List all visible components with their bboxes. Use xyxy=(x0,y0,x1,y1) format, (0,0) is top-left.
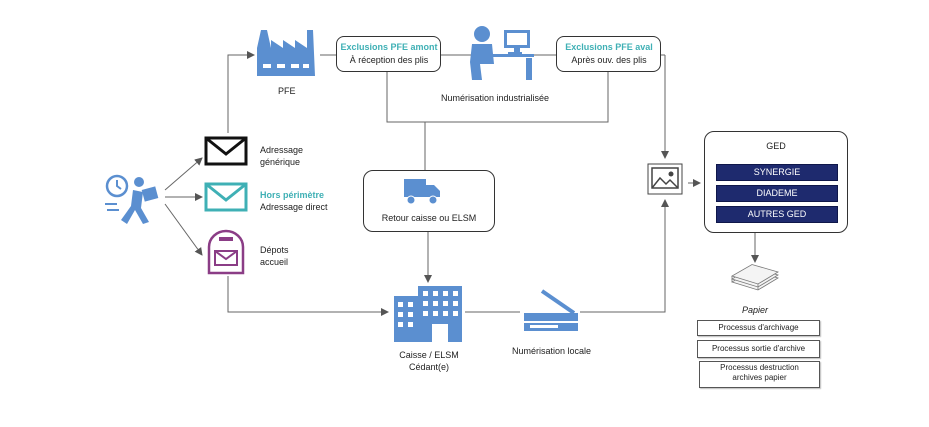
exclusions-aval-sub: Après ouv. des plis xyxy=(571,55,647,65)
retour-caisse-label: Retour caisse ou ELSM xyxy=(381,213,477,223)
exclusions-amont-title: Exclusions PFE amont xyxy=(340,42,438,52)
depots-label-2: accueil xyxy=(260,257,289,267)
worker-computer-icon xyxy=(470,26,534,80)
factory-icon xyxy=(257,30,315,76)
processus-sortie-label: Processus sortie d'archive xyxy=(711,344,806,353)
ged-box: GED SYNERGIE DIADEME AUTRES GED xyxy=(704,131,848,233)
processus-destruction-box: Processus destruction archives papier xyxy=(699,361,820,388)
retour-caisse-box: Retour caisse ou ELSM xyxy=(363,170,495,232)
processus-destruction-label-1: Processus destruction xyxy=(720,363,799,372)
processus-sortie-box: Processus sortie d'archive xyxy=(697,340,820,358)
pfe-label: PFE xyxy=(278,86,296,96)
hors-perimetre-label: Hors périmètre xyxy=(260,190,325,200)
building-icon xyxy=(394,286,462,342)
adressage-generique-label-1: Adressage xyxy=(260,145,304,155)
exclusions-aval-box: Exclusions PFE aval Après ouv. des plis xyxy=(556,36,661,72)
caisse-label-1: Caisse / ELSM xyxy=(399,350,459,360)
courier-person-icon xyxy=(105,174,159,224)
adressage-direct-label: Adressage direct xyxy=(260,202,328,212)
numerisation-industrialisee-label: Numérisation industrialisée xyxy=(441,93,550,103)
numerisation-locale-label: Numérisation locale xyxy=(512,346,592,356)
envelope-teal-icon xyxy=(204,182,248,212)
envelope-icon xyxy=(204,136,248,166)
paper-stack-icon xyxy=(731,264,779,291)
ged-item-diademe: DIADEME xyxy=(716,185,838,202)
depots-label-1: Dépots xyxy=(260,245,289,255)
processus-destruction-label-2: archives papier xyxy=(732,373,787,382)
papier-label: Papier xyxy=(742,305,769,315)
truck-icon xyxy=(404,179,440,205)
ged-title: GED xyxy=(766,141,786,151)
mailbox-icon xyxy=(207,229,245,275)
scanner-icon xyxy=(524,289,578,331)
exclusions-amont-sub: À réception des plis xyxy=(349,55,429,65)
exclusions-aval-title: Exclusions PFE aval xyxy=(565,42,653,52)
image-icon xyxy=(647,163,683,195)
adressage-generique-label-2: générique xyxy=(260,157,301,167)
processus-archivage-box: Processus d'archivage xyxy=(697,320,820,336)
exclusions-amont-box: Exclusions PFE amont À réception des pli… xyxy=(336,36,441,72)
caisse-label-2: Cédant(e) xyxy=(408,362,450,372)
processus-archivage-label: Processus d'archivage xyxy=(718,323,799,332)
ged-item-autres-ged: AUTRES GED xyxy=(716,206,838,223)
ged-item-synergie: SYNERGIE xyxy=(716,164,838,181)
